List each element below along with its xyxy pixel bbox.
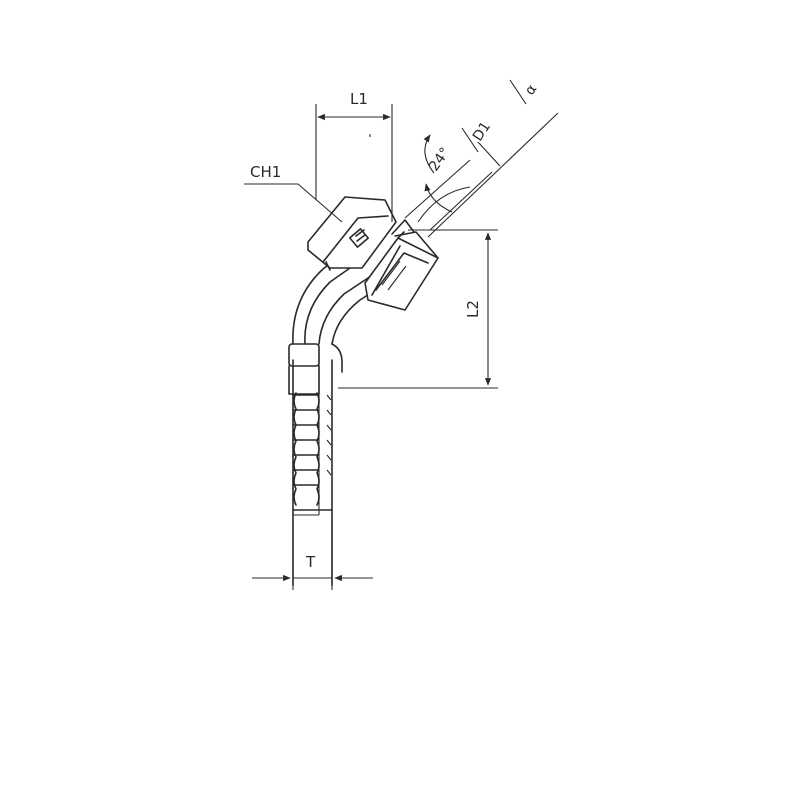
hex-nut <box>307 196 397 271</box>
dimension-l2: L2 <box>338 229 498 389</box>
label-l1: L1 <box>350 90 368 108</box>
cone-seat <box>364 219 439 311</box>
label-l2: L2 <box>464 300 482 318</box>
label-t: T <box>305 553 316 571</box>
serrations <box>292 392 332 506</box>
label-d1: D1 <box>470 119 494 144</box>
leader-ch1: CH1 <box>244 163 343 223</box>
dimension-l1: L1 <box>315 90 393 222</box>
dimension-diagonal: D1 24° α <box>404 79 559 238</box>
hose-tail <box>288 343 343 586</box>
label-alpha: α <box>522 82 540 98</box>
label-angle: 24° <box>426 145 453 175</box>
dimension-t: T <box>252 520 373 590</box>
label-ch1: CH1 <box>250 163 281 181</box>
bent-tube <box>292 238 401 345</box>
